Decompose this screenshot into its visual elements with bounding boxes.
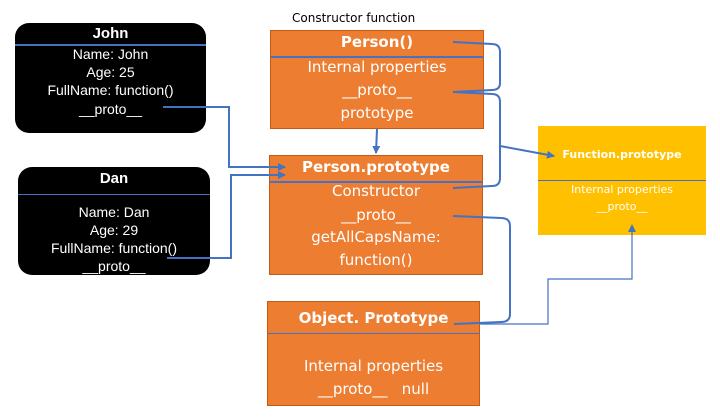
object-prototype-proto-null: __proto__ null [317,380,430,398]
john-name: Name: John [72,46,149,62]
person-prototype-function: function() [339,251,413,269]
person-prototype-property: prototype [340,104,414,122]
person-prototype-title: Person.prototype [302,158,450,176]
person-prototype-getallcapsname: getAllCapsName: [311,228,441,246]
person-internal-properties: Internal properties [307,58,447,76]
dan-object-box[interactable]: Dan Name: Dan Age: 29 FullName: function… [18,167,210,275]
function-prototype-divider [538,180,706,181]
function-prototype-box[interactable]: Function.prototype Internal properties _… [538,126,706,235]
object-proto-to-function-arrow [480,224,636,325]
john-title: John [92,25,129,42]
object-prototype-title: Object. Prototype [298,309,449,327]
person-prototype-divider [270,181,482,183]
function-prototype-title: Function.prototype [562,148,682,161]
john-divider [15,44,206,46]
john-age: Age: 25 [86,64,135,80]
object-prototype-box[interactable]: Object. Prototype Internal properties __… [267,301,480,406]
function-prototype-internal-properties: Internal properties [570,183,674,196]
john-object-box[interactable]: John Name: John Age: 25 FullName: functi… [15,23,206,133]
object-prototype-divider [268,333,479,334]
person-constructor-box[interactable]: Person() Internal properties __proto__ p… [270,30,484,129]
person-divider [271,56,483,58]
dan-title: Dan [99,170,129,187]
person-prototype-proto: __proto__ [341,206,411,224]
person-title: Person() [340,33,414,51]
constructor-function-caption: Constructor function [292,11,416,25]
person-prototype-arrow [372,128,381,154]
dan-name: Name: Dan [78,204,150,220]
dan-age: Age: 29 [89,222,139,238]
john-proto: __proto__ [78,101,143,117]
dan-divider [18,194,210,195]
john-fullname: FullName: function() [47,82,174,98]
person-prototype-constructor: Constructor [331,182,420,200]
person-prototype-box[interactable]: Person.prototype Constructor __proto__ g… [269,155,483,275]
dan-fullname: FullName: function() [50,240,178,256]
object-prototype-internal-properties: Internal properties [303,357,444,375]
dan-proto: __proto__ [82,258,146,274]
person-proto: __proto__ [342,81,412,99]
function-prototype-proto: __proto__ [596,200,648,213]
